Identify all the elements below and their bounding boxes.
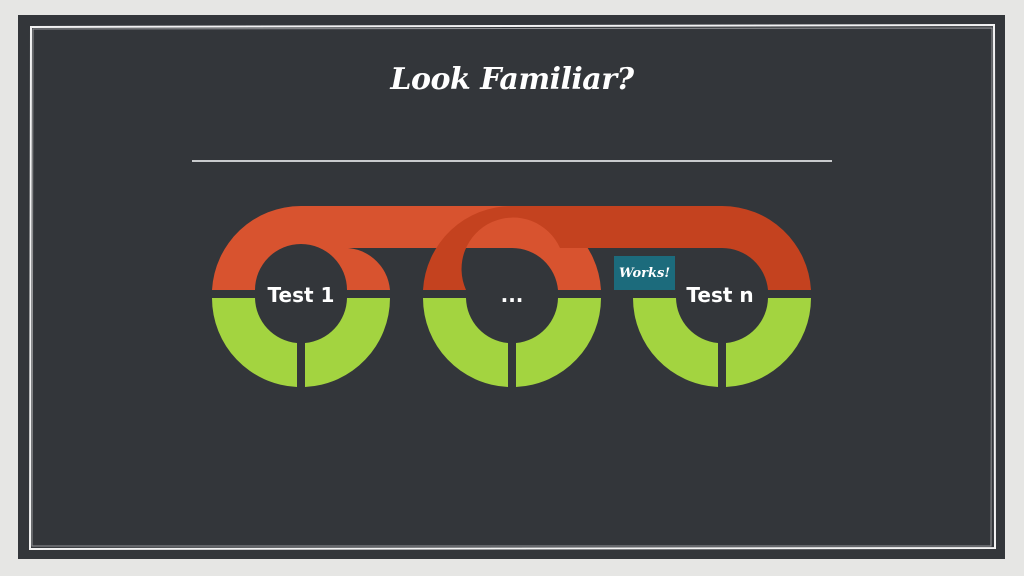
node-label-test-1: Test 1 bbox=[267, 283, 335, 307]
green-ring-1 bbox=[211, 298, 391, 387]
title-divider bbox=[192, 160, 832, 162]
node-label-ellipsis: ... bbox=[500, 283, 524, 307]
slide-title: Look Familiar? bbox=[390, 62, 634, 97]
red-loop-band-2 bbox=[423, 205, 811, 290]
slide-canvas bbox=[18, 15, 1005, 559]
works-badge: Works! bbox=[614, 256, 675, 290]
green-ring-3 bbox=[632, 298, 812, 387]
green-ring-2 bbox=[422, 298, 602, 387]
red-loop-band-1 bbox=[212, 205, 512, 290]
node-label-test-n: Test n bbox=[686, 283, 754, 307]
